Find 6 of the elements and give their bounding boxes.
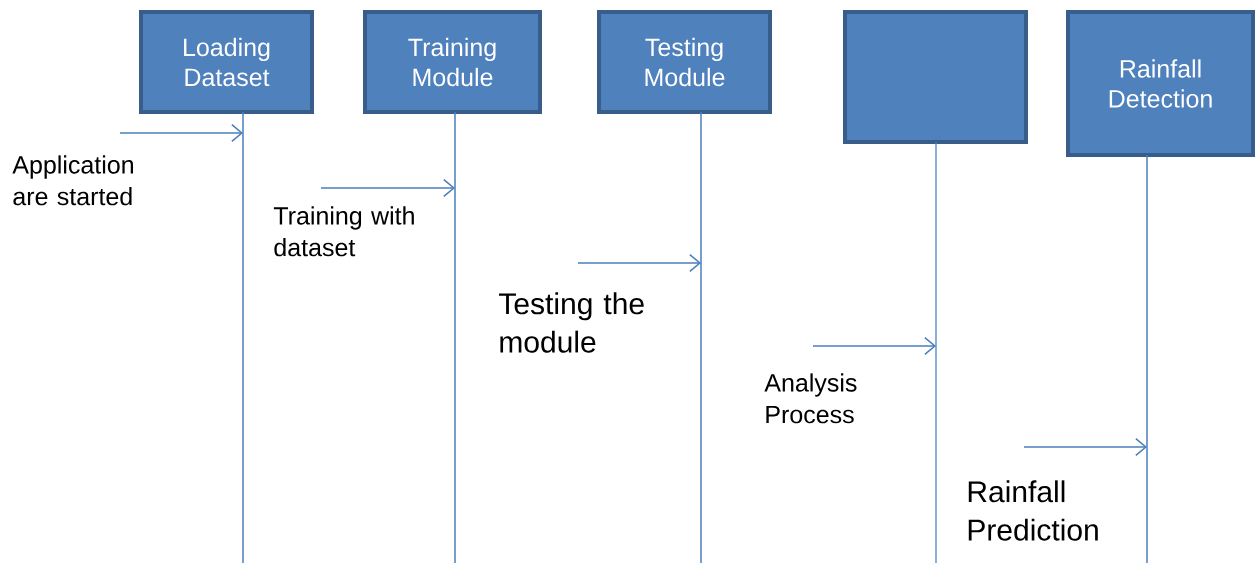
arrow [119,123,243,143]
arrow [577,253,701,273]
arrow [320,178,455,198]
edge-label: Application are started [12,155,133,206]
arrow [812,336,936,356]
arrow [1023,437,1147,457]
